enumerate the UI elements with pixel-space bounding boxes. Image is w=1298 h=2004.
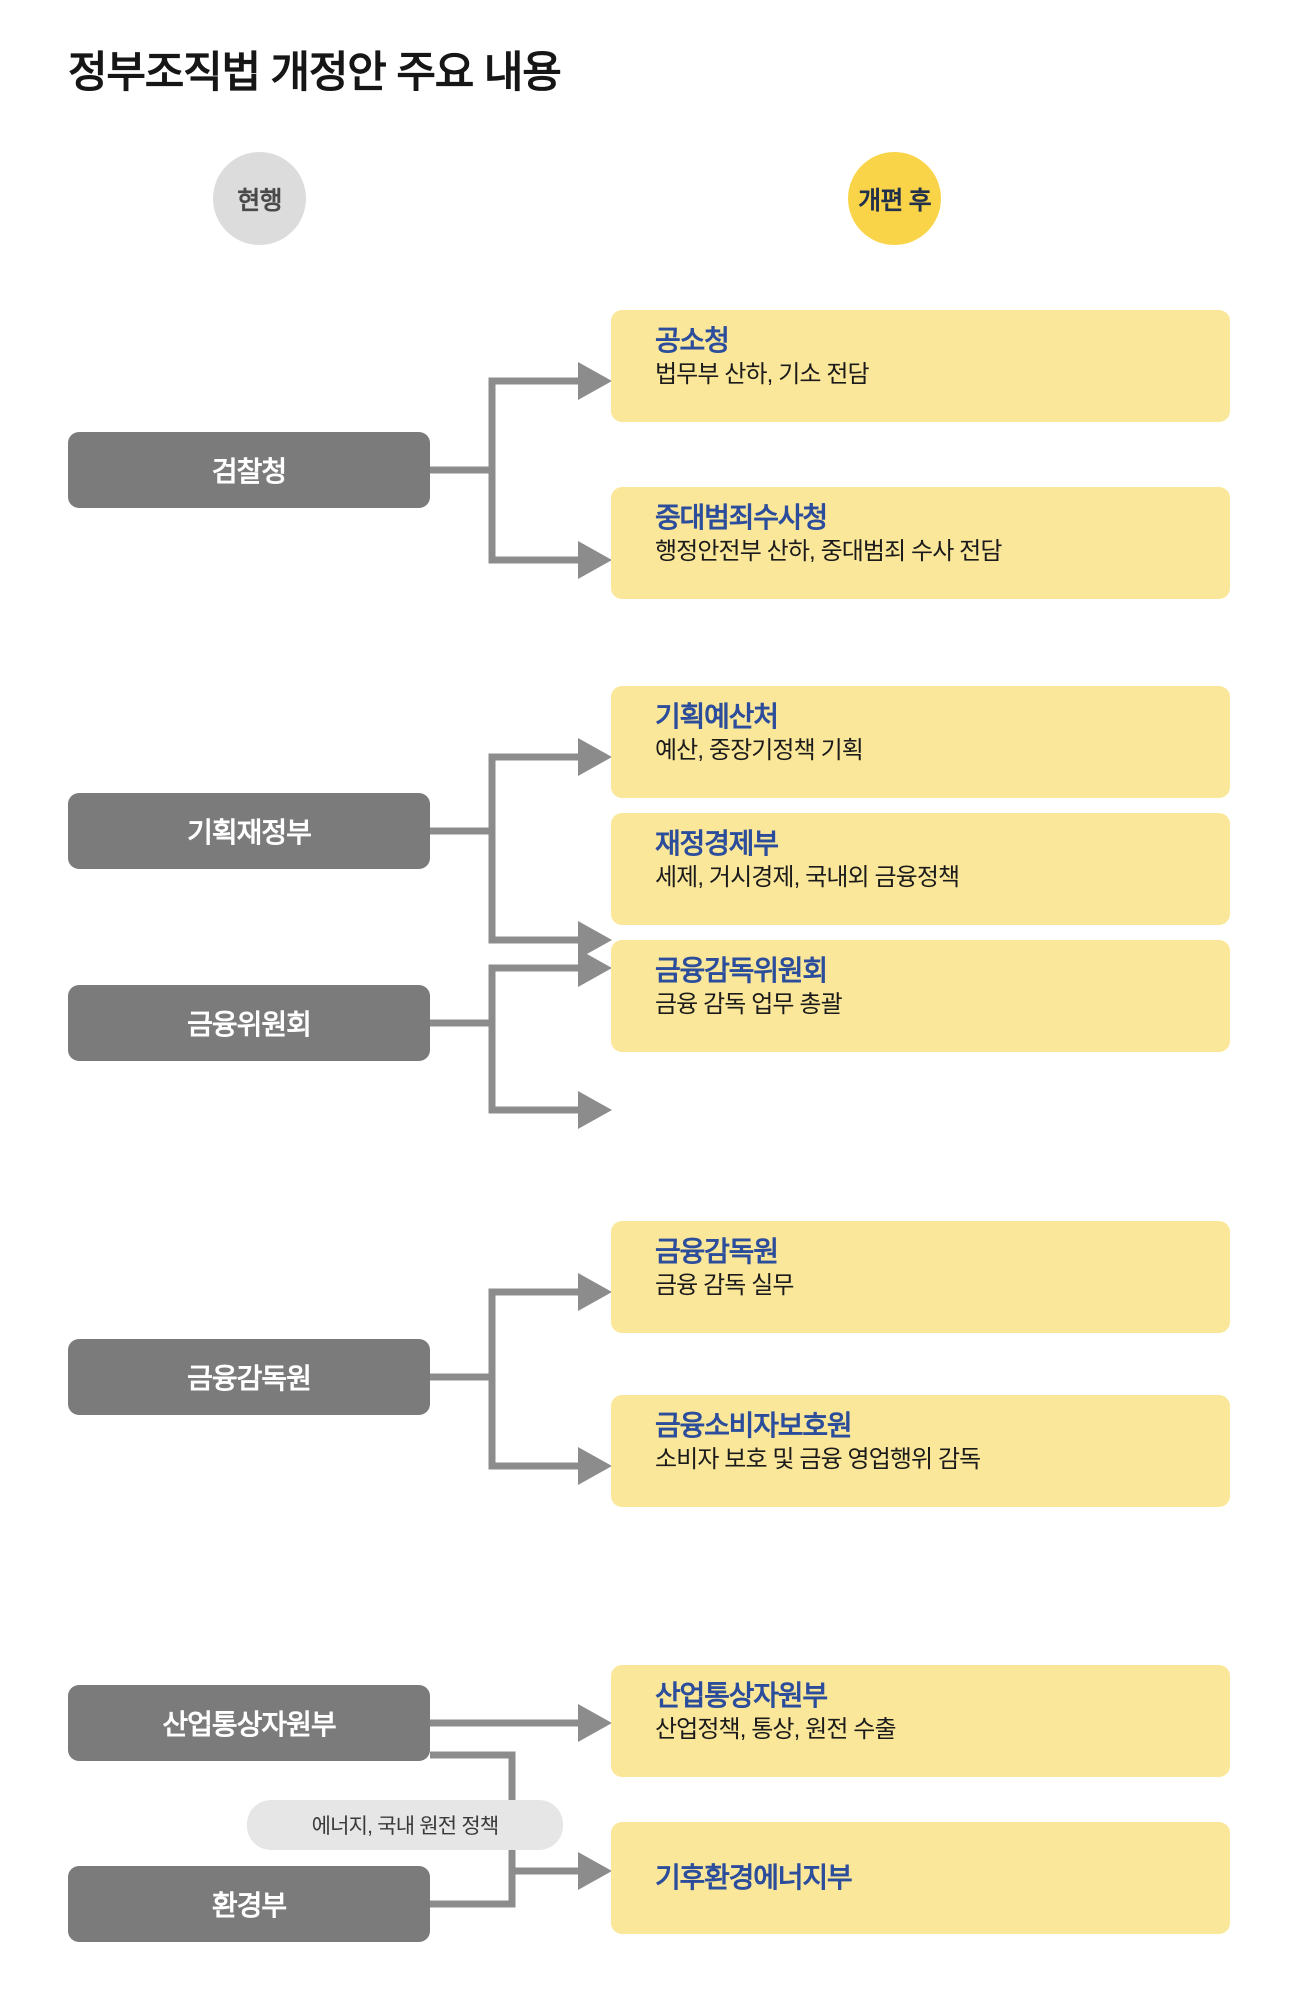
legend-after-label: 개편 후 <box>858 186 932 215</box>
legend-badge-after: 개편 후 <box>848 152 941 245</box>
new-box-title: 기획예산처 <box>655 701 779 732</box>
new-box-title: 금융소비자보호원 <box>655 1410 853 1441</box>
old-box-label: 금융위원회 <box>187 1009 312 1040</box>
page-title: 정부조직법 개정안 주요 내용 <box>68 49 562 97</box>
new-box-desc: 금융 감독 실무 <box>655 1272 795 1300</box>
new-box-serious-crime-investigation[interactable]: 중대범죄수사청 행정안전부 산하, 중대범죄 수사 전담 <box>611 487 1230 599</box>
note-pill-energy-policy: 에너지, 국내 원전 정책 <box>247 1800 563 1850</box>
new-box-title: 재정경제부 <box>655 828 779 859</box>
old-box-moef[interactable]: 기획재정부 <box>68 793 430 869</box>
old-box-label: 검찰청 <box>211 456 287 487</box>
new-box-desc: 소비자 보호 및 금융 영업행위 감독 <box>655 1446 981 1474</box>
legend-current-label: 현행 <box>237 186 282 215</box>
old-box-fss[interactable]: 금융감독원 <box>68 1339 430 1415</box>
new-box-desc: 행정안전부 산하, 중대범죄 수사 전담 <box>655 538 1002 566</box>
new-box-climate-environment-energy[interactable]: 기후환경에너지부 <box>611 1822 1230 1934</box>
old-box-fsc[interactable]: 금융위원회 <box>68 985 430 1061</box>
new-box-gongsocheong[interactable]: 공소청 법무부 산하, 기소 전담 <box>611 310 1230 422</box>
new-box-desc: 산업정책, 통상, 원전 수출 <box>655 1716 897 1744</box>
old-box-motie[interactable]: 산업통상자원부 <box>68 1685 430 1761</box>
new-box-fss[interactable]: 금융감독원 금융 감독 실무 <box>611 1221 1230 1333</box>
new-box-title: 산업통상자원부 <box>655 1680 828 1711</box>
new-box-title: 중대범죄수사청 <box>655 502 828 533</box>
old-box-label: 금융감독원 <box>187 1363 312 1394</box>
new-box-title: 공소청 <box>655 325 730 356</box>
old-box-label: 환경부 <box>211 1890 287 1921</box>
new-box-desc: 금융 감독 업무 총괄 <box>655 991 843 1019</box>
old-box-prosecution[interactable]: 검찰청 <box>68 432 430 508</box>
new-box-financial-consumer-protection[interactable]: 금융소비자보호원 소비자 보호 및 금융 영업행위 감독 <box>611 1395 1230 1507</box>
old-box-environment-ministry[interactable]: 환경부 <box>68 1866 430 1942</box>
old-box-label: 산업통상자원부 <box>162 1709 336 1740</box>
new-box-desc: 예산, 중장기정책 기획 <box>655 737 864 765</box>
new-box-title: 금융감독원 <box>655 1236 779 1267</box>
note-pill-label: 에너지, 국내 원전 정책 <box>311 1815 500 1838</box>
new-box-finance-economy-ministry[interactable]: 재정경제부 세제, 거시경제, 국내외 금융정책 <box>611 813 1230 925</box>
new-box-desc: 세제, 거시경제, 국내외 금융정책 <box>655 864 960 892</box>
new-box-title: 기후환경에너지부 <box>655 1862 853 1894</box>
new-box-motie[interactable]: 산업통상자원부 산업정책, 통상, 원전 수출 <box>611 1665 1230 1777</box>
new-box-desc: 법무부 산하, 기소 전담 <box>655 361 870 389</box>
new-box-title: 금융감독위원회 <box>655 955 828 986</box>
legend-badge-current: 현행 <box>213 152 306 245</box>
old-box-label: 기획재정부 <box>187 817 312 848</box>
new-box-financial-supervisory-commission[interactable]: 금융감독위원회 금융 감독 업무 총괄 <box>611 940 1230 1052</box>
new-box-budget-office[interactable]: 기획예산처 예산, 중장기정책 기획 <box>611 686 1230 798</box>
